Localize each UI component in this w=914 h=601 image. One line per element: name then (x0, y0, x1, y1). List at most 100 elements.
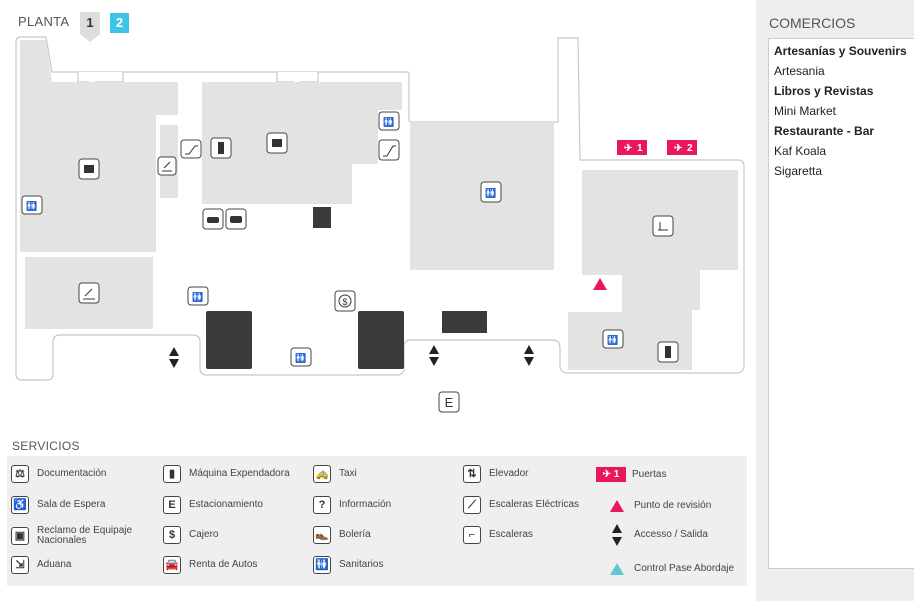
block-small (313, 207, 331, 228)
taxi-icon (225, 208, 247, 230)
floor-2-button[interactable]: 2 (110, 13, 129, 33)
restrooms-icon: 🚻 (21, 195, 43, 215)
svg-text:✈: ✈ (624, 143, 633, 154)
floor-1-button[interactable]: 1 (80, 12, 100, 42)
escalator-icon (378, 139, 400, 161)
shops-title: COMERCIOS (769, 15, 856, 31)
boarding-control-icon (608, 560, 626, 578)
legend-information: ?Información (313, 496, 391, 514)
block-large-right (358, 311, 404, 369)
vending-machine-icon (210, 137, 232, 159)
legend-escalator: ⟋Escaleras Eléctricas (463, 496, 579, 514)
checkpoint-icon (593, 278, 607, 290)
parking-icon: E (438, 391, 460, 413)
access-exit-icon (524, 345, 534, 366)
restrooms-icon: 🚻 (313, 556, 331, 574)
area-central-hall (202, 82, 402, 204)
airport-floor-map: 🚻 🚻 🚻 🚻 $ 🚻 🚻 E ✈1 ✈2 (15, 36, 745, 413)
gate-badges[interactable]: ✈1 ✈2 (617, 140, 697, 155)
gates-icon: ✈ 1 (596, 467, 626, 482)
legend-documentation: ⚖Documentación (11, 465, 106, 483)
restrooms-icon: 🚻 (290, 347, 312, 367)
vending-machine-icon: ▮ (163, 465, 181, 483)
customs-icon (157, 156, 177, 176)
shops-list[interactable]: Artesanías y Souvenirs Artesania Libros … (768, 38, 914, 569)
atm-icon: $ (163, 526, 181, 544)
legend-boarding-control: Control Pase Abordaje (608, 560, 734, 578)
block-large-left (206, 311, 252, 369)
car-rental-icon (202, 208, 224, 230)
shop-item-mini-market[interactable]: Mini Market (774, 104, 837, 118)
escalator-icon: ⟋ (463, 496, 481, 514)
legend-checkpoint: Punto de revisión (608, 497, 711, 515)
legend-restrooms: 🚻Sanitarios (313, 556, 383, 574)
shop-category-crafts[interactable]: Artesanías y Souvenirs (774, 44, 907, 58)
customs-icon (78, 282, 100, 304)
svg-text:$: $ (342, 297, 347, 307)
baggage-claim-icon (266, 132, 288, 154)
floor-selector-label: PLANTA (18, 14, 70, 29)
waiting-room-icon (652, 215, 674, 237)
gate-1-badge: ✈1 (617, 140, 647, 155)
services-legend: ⚖Documentación ♿Sala de Espera ▣Reclamo … (7, 456, 747, 586)
shop-item-sigaretta[interactable]: Sigaretta (774, 164, 823, 178)
svg-text:E: E (445, 395, 454, 410)
shop-item-artesania[interactable]: Artesania (774, 64, 825, 78)
elevator-icon: ⇅ (463, 465, 481, 483)
shop-category-books[interactable]: Libros y Revistas (774, 84, 874, 98)
parking-icon: E (163, 496, 181, 514)
customs-icon: ⇲ (11, 556, 29, 574)
atm-icon: $ (334, 290, 356, 312)
shop-category-restaurant[interactable]: Restaurante - Bar (774, 124, 875, 138)
dark-blocks (206, 207, 487, 369)
svg-text:🚻: 🚻 (607, 334, 618, 345)
checkpoint-icon (608, 497, 626, 515)
map-icons[interactable]: 🚻 🚻 🚻 🚻 $ 🚻 🚻 E (21, 111, 679, 413)
legend-shoe-shine: 👞Bolería (313, 526, 371, 544)
restrooms-icon: 🚻 (602, 329, 624, 349)
car-rental-icon: 🚘 (163, 556, 181, 574)
block-wide (442, 311, 487, 333)
legend-baggage-claim: ▣Reclamo de Equipaje Nacionales (11, 526, 137, 546)
baggage-claim-icon: ▣ (11, 527, 29, 545)
svg-text:🚻: 🚻 (485, 187, 496, 198)
restrooms-icon: 🚻 (187, 286, 209, 306)
svg-text:🚻: 🚻 (26, 200, 37, 211)
gate-2-badge: ✈2 (667, 140, 697, 155)
legend-elevator: ⇅Elevador (463, 465, 528, 483)
access-exit-icon (608, 524, 626, 546)
access-exit-icon (429, 345, 439, 366)
legend-vending-machine: ▮Máquina Expendadora (163, 465, 290, 483)
svg-text:✈: ✈ (674, 143, 683, 154)
area-gate-hall (568, 170, 738, 370)
legend-stairs: ⌐Escaleras (463, 526, 533, 544)
baggage-claim-icon (78, 158, 100, 180)
area-west-hall (20, 40, 178, 252)
access-exit-icons (169, 345, 534, 368)
elevator-icon: 🚻 (480, 181, 502, 203)
legend-car-rental: 🚘Renta de Autos (163, 556, 257, 574)
vending-machine-icon (657, 341, 679, 363)
shop-item-kaf-koala[interactable]: Kaf Koala (774, 144, 827, 158)
legend-customs: ⇲Aduana (11, 556, 71, 574)
legend-atm: $Cajero (163, 526, 218, 544)
svg-text:🚻: 🚻 (295, 352, 306, 363)
legend-waiting-room: ♿Sala de Espera (11, 496, 105, 514)
escalator-icon (180, 139, 202, 159)
information-icon: ? (313, 496, 331, 514)
svg-text:🚻: 🚻 (383, 116, 394, 127)
shops-panel: COMERCIOS Artesanías y Souvenirs Artesan… (756, 0, 914, 601)
documentation-icon: ⚖ (11, 465, 29, 483)
access-exit-icon (169, 347, 179, 368)
waiting-room-icon: ♿ (11, 496, 29, 514)
shoe-shine-icon: 👞 (313, 526, 331, 544)
svg-text:🚻: 🚻 (192, 291, 203, 302)
taxi-icon: 🚕 (313, 465, 331, 483)
svg-text:1: 1 (637, 143, 643, 154)
services-title: SERVICIOS (12, 439, 80, 453)
stairs-icon: ⌐ (463, 526, 481, 544)
legend-access-exit: Accesso / Salida (608, 524, 708, 546)
svg-text:2: 2 (687, 143, 693, 154)
